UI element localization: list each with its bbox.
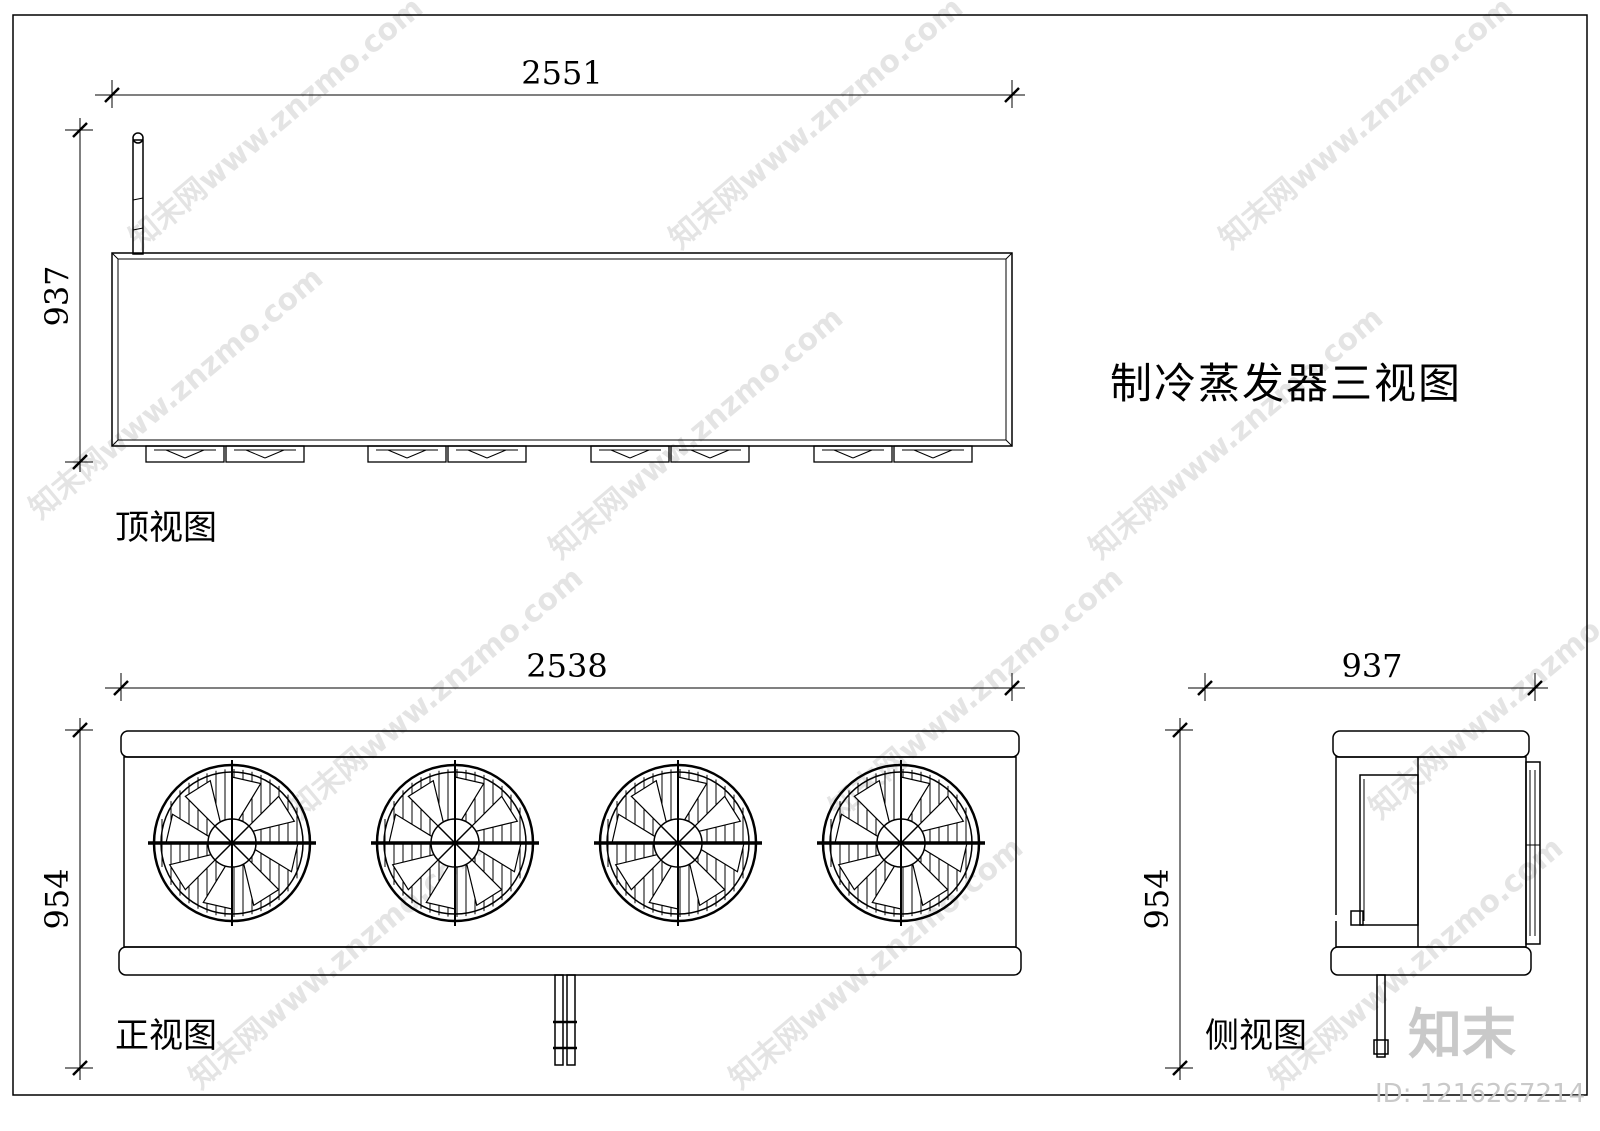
side-drain-pipe [1376,974,1386,1058]
watermark-text: 知末网www.znzmo.com [543,300,850,566]
watermark-text: 知末网www.znzmo.com [823,560,1130,826]
side-width-value: 937 [1341,647,1402,685]
front-view-label: 正视图 [115,1016,217,1056]
side-fan-guard [1525,761,1541,945]
top-fan-housing-7 [813,445,893,463]
side-drain-pan [1330,946,1532,976]
top-fan-housing-5 [590,445,670,463]
front-drain-pipes [553,974,577,1066]
top-depth-dimension: 937 [38,118,93,472]
side-view: 937 954 侧视图 [1138,647,1548,1080]
fan-2 [371,760,539,926]
top-width-dimension: 2551 [95,54,1025,108]
side-width-dimension: 937 [1188,647,1548,701]
front-height-dimension: 954 [38,718,93,1080]
top-pipe [132,132,144,255]
watermark-text: 知末网www.znzmo.com [663,0,970,256]
top-fan-housing-4 [447,445,527,463]
front-width-value: 2538 [526,647,607,685]
top-view: 2551 937 顶视图 [38,54,1025,548]
front-height-value: 954 [38,868,76,929]
top-view-label: 顶视图 [115,508,217,548]
image-id: ID: 1216267214 [1375,1079,1585,1109]
watermark-text: 知末网www.znzmo.com [1083,300,1390,566]
watermark-text: 知末网www.znzmo.com [123,0,430,256]
watermark-text: 知末网www.znzmo.com [1363,560,1600,826]
front-view: 2538 954 正视图 [38,647,1025,1080]
watermark-text: 知末网www.znzmo.com [1213,0,1520,256]
top-depth-value: 937 [38,265,76,326]
side-height-value: 954 [1138,868,1176,929]
fan-3 [594,760,762,926]
top-fan-housing-1 [145,445,225,463]
fan-4 [817,760,985,926]
top-fan-housing-8 [893,445,973,463]
top-fan-housing-6 [670,445,750,463]
side-height-dimension: 954 [1138,718,1193,1080]
top-fan-housing-2 [225,445,305,463]
front-fans [148,760,985,926]
front-width-dimension: 2538 [105,647,1025,701]
top-fan-housing-3 [367,445,447,463]
fan-1 [148,760,316,926]
sheet-border [12,14,1588,1096]
watermark-text: 知末网www.znzmo.com [283,560,590,826]
top-width-value: 2551 [521,54,602,92]
side-coil [1359,774,1419,926]
brand-logo-text: 知末 [1408,1003,1516,1066]
side-view-label: 侧视图 [1205,1016,1307,1056]
top-body-outer [111,252,1013,447]
top-body-inner [117,258,1007,441]
top-fan-housings [145,445,973,463]
drawing-title: 制冷蒸发器三视图 [1110,359,1462,408]
